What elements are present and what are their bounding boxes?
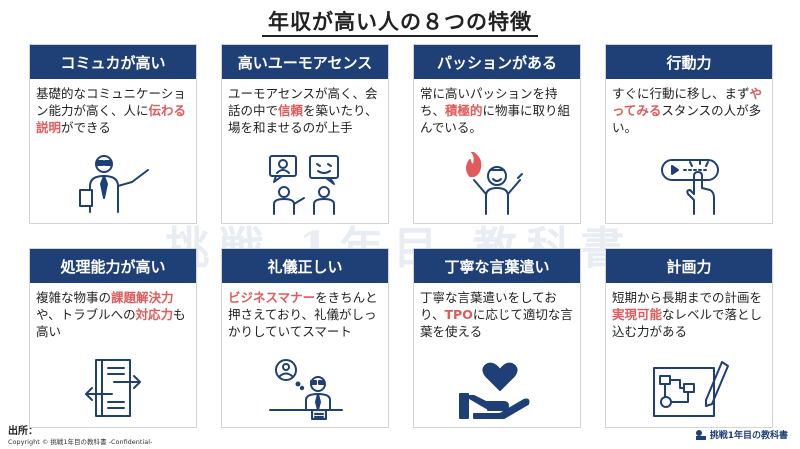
body-text: 短期から長期までの計画を bbox=[612, 290, 763, 305]
highlight-text: 伝わる説明 bbox=[36, 103, 187, 135]
body-text: 基礎的なコミュニケーション能力が高く、人に bbox=[36, 86, 186, 118]
page-title-text: 年収が高い人の８つの特徴 bbox=[262, 10, 538, 37]
body-text: 常に高いパッションを持ち、 bbox=[420, 86, 558, 118]
card-passion: パッションがある 常に高いパッションを持ち、積極的に物事に取り組んでいる。 bbox=[413, 44, 581, 224]
highlight-text: 実現可能 bbox=[612, 307, 663, 322]
card-header: 計画力 bbox=[606, 249, 772, 283]
card-body: ユーモアセンスが高く、会話の中で信頼を築いたり、場を和ませるのが上手 bbox=[222, 79, 388, 153]
passion-icon bbox=[414, 151, 580, 217]
card-communication: コミュカが高い 基礎的なコミュニケーション能力が高く、人に伝わる説明ができる bbox=[29, 44, 197, 224]
card-header: 礼儀正しい bbox=[222, 249, 388, 283]
highlight-text: 信頼 bbox=[278, 103, 304, 118]
card-body: ビジネスマナーをきちんと押さえており、礼儀がしっかりしていてスマート bbox=[222, 283, 388, 357]
source-label: 出所： bbox=[8, 426, 38, 437]
body-text: 丁寧な言葉遣いをしており、 bbox=[420, 290, 557, 322]
businessman-icon bbox=[222, 355, 388, 421]
feature-grid: コミュカが高い 基礎的なコミュニケーション能力が高く、人に伝わる説明ができる 高… bbox=[29, 44, 773, 428]
body-text: スタンスの人が多い。 bbox=[612, 103, 762, 135]
card-header: パッションがある bbox=[414, 45, 580, 79]
copyright-text: Copyright © 挑戦1年目の教科書 -Confidential- bbox=[8, 438, 153, 446]
body-text: を築いたり、場を和ませるのが上手 bbox=[228, 103, 378, 135]
page-title: 年収が高い人の８つの特徴 bbox=[0, 6, 800, 37]
card-header: 処理能力が高い bbox=[30, 249, 196, 283]
body-text: ができる bbox=[61, 120, 111, 135]
logo-icon bbox=[695, 429, 706, 440]
card-polite-speech: 丁寧な言葉遣い 丁寧な言葉遣いをしており、TPOに応じて適切な言葉を使える bbox=[413, 248, 581, 428]
card-body: 短期から長期までの計画を実現可能なレベルで落とし込む力がある bbox=[606, 283, 772, 357]
card-header: 行動力 bbox=[606, 45, 772, 79]
body-text: や、トラブルへの bbox=[36, 307, 136, 322]
body-text: も高い bbox=[36, 307, 186, 339]
card-manners: 礼儀正しい ビジネスマナーをきちんと押さえており、礼儀がしっかりしていてスマート bbox=[221, 248, 389, 428]
conversation-icon bbox=[222, 151, 388, 217]
highlight-text: 積極的 bbox=[445, 103, 483, 118]
body-text: に物事に取り組んでいる。 bbox=[420, 103, 571, 135]
card-body: 複雑な物事の課題解決力や、トラブルへの対応力も高い bbox=[30, 283, 196, 357]
heart-hand-icon bbox=[414, 355, 580, 421]
body-text: 複雑な物事の bbox=[36, 290, 112, 305]
body-text: に応じて適切な言葉を使える bbox=[420, 307, 573, 339]
body-text: ユーモアセンスが高く、会話の中で bbox=[228, 86, 378, 118]
card-header: 丁寧な言葉遣い bbox=[414, 249, 580, 283]
body-text: すぐに行動に移し、まず bbox=[612, 86, 750, 101]
card-planning: 計画力 短期から長期までの計画を実現可能なレベルで落とし込む力がある bbox=[605, 248, 773, 428]
brand-logo: 挑戦1年目の教科書 bbox=[695, 428, 788, 441]
body-text: をきちんと押さえており、礼儀がしっかりしていてスマート bbox=[228, 290, 378, 339]
card-action: 行動力 すぐに行動に移し、まずやってみるスタンスの人が多い。 bbox=[605, 44, 773, 224]
card-body: 丁寧な言葉遣いをしており、TPOに応じて適切な言葉を使える bbox=[414, 283, 580, 357]
card-humor: 高いユーモアセンス ユーモアセンスが高く、会話の中で信頼を築いたり、場を和ませる… bbox=[221, 44, 389, 224]
highlight-text: 対応力 bbox=[135, 307, 174, 322]
card-processing: 処理能力が高い 複雑な物事の課題解決力や、トラブルへの対応力も高い bbox=[29, 248, 197, 428]
logo-text: 挑戦1年目の教科書 bbox=[709, 431, 788, 441]
card-header: コミュカが高い bbox=[30, 45, 196, 79]
flowchart-icon bbox=[606, 355, 772, 421]
highlight-text: ビジネスマナー bbox=[228, 290, 316, 305]
body-text: なレベルで落とし込む力がある bbox=[612, 307, 763, 339]
document-exchange-icon bbox=[30, 355, 196, 421]
card-body: 基礎的なコミュニケーション能力が高く、人に伝わる説明ができる bbox=[30, 79, 196, 153]
highlight-text: 課題解決力 bbox=[111, 290, 174, 305]
card-body: すぐに行動に移し、まずやってみるスタンスの人が多い。 bbox=[606, 79, 772, 153]
click-button-icon bbox=[606, 151, 772, 217]
highlight-text: TPO bbox=[444, 307, 473, 322]
card-body: 常に高いパッションを持ち、積極的に物事に取り組んでいる。 bbox=[414, 79, 580, 153]
presenter-icon bbox=[30, 151, 196, 217]
highlight-text: やってみる bbox=[612, 86, 763, 118]
card-header: 高いユーモアセンス bbox=[222, 45, 388, 79]
